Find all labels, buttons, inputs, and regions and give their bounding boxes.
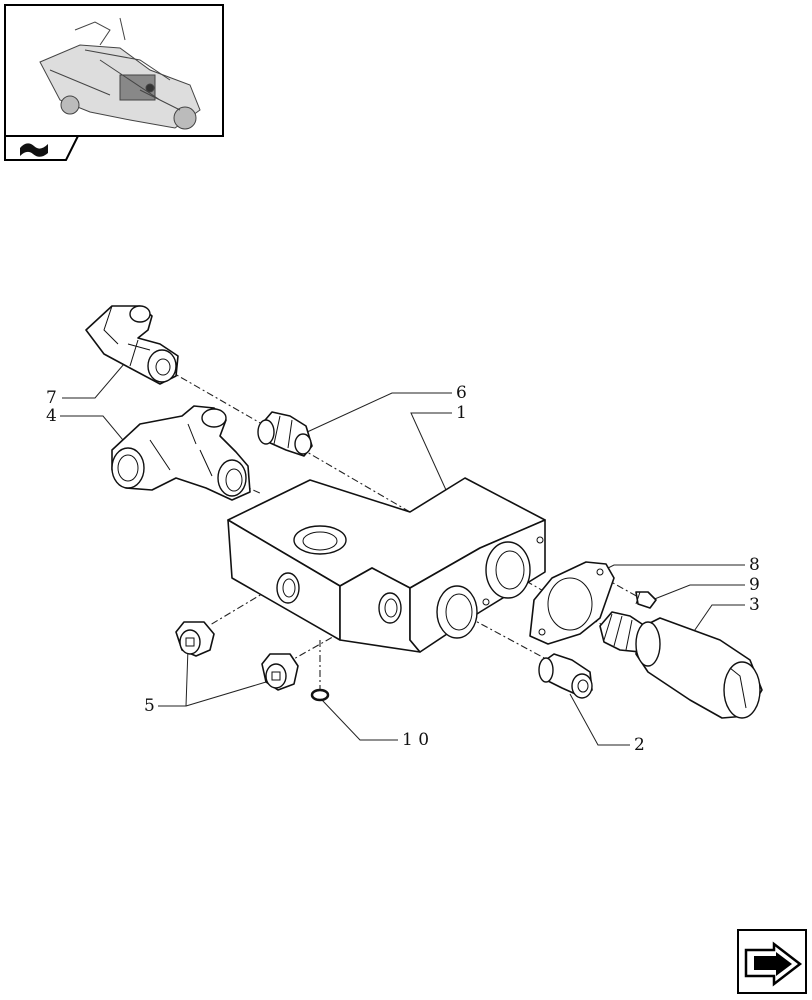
hydraulic-section-icon[interactable] <box>4 135 80 161</box>
next-page-arrow-icon[interactable] <box>737 929 807 994</box>
part-10-o-ring[interactable] <box>310 688 330 702</box>
part-7-elbow-fitting[interactable] <box>85 305 179 385</box>
callout-1: 1 <box>456 403 467 423</box>
callout-7: 7 <box>46 388 57 408</box>
callout-2: 2 <box>634 735 645 755</box>
part-1-valve-block[interactable] <box>227 477 546 653</box>
part-8-gasket[interactable] <box>529 561 615 645</box>
thumbnail-panel[interactable] <box>4 4 224 137</box>
callout-5: 5 <box>144 696 155 716</box>
leader-lines <box>60 363 745 746</box>
callout-3: 3 <box>749 595 760 615</box>
part-3-solenoid[interactable] <box>599 611 763 719</box>
part-9-screw[interactable] <box>635 591 657 609</box>
part-5-plug-upper[interactable] <box>175 621 215 657</box>
tractor-assembly-thumbnail-icon <box>39 17 201 130</box>
callout-9: 9 <box>749 575 760 595</box>
part-4-tee-fitting[interactable] <box>111 405 251 501</box>
part-6-adapter[interactable] <box>257 411 313 457</box>
callout-8: 8 <box>749 555 760 575</box>
callout-10: 1 0 <box>402 730 429 750</box>
part-5-plug-lower[interactable] <box>261 653 299 691</box>
callout-4: 4 <box>46 406 57 426</box>
part-2-fitting[interactable] <box>538 653 593 699</box>
callout-6: 6 <box>456 383 467 403</box>
